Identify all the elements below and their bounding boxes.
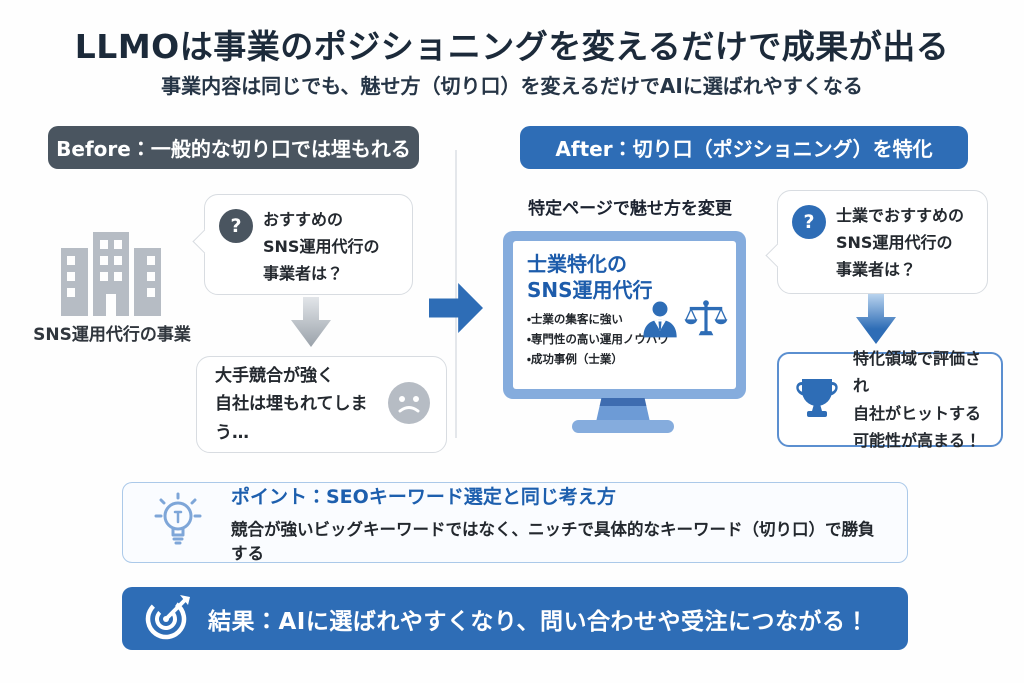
after-benefit-box: 特化領域で評価され 自社がヒットする 可能性が高まる！ [777,349,1003,450]
page-subtitle: 事業内容は同じでも、魅せ方（切り口）を変えるだけでAIに選ばれやすくなる [161,74,863,98]
before-question-bubble: ? おすすめの SNS運用代行の 事業者は？ [192,194,413,295]
target-dart-icon [144,593,192,645]
monitor-screen: 士業特化の SNS運用代行 ・士業の集客に強い ・専門性の高い運用ノウハウ ・成… [513,241,736,389]
section-divider [455,150,457,438]
result-text: 結果：AIに選ばれやすくなり、問い合わせや受注につながる！ [208,608,869,635]
lightbulb-icon [149,490,207,556]
point-text: ポイント：SEOキーワード選定と同じ考え方 競合が強いビッグキーワードではなく、… [231,482,887,564]
justice-scales-icon [684,299,728,343]
after-badge: After：切り口（ポジショニング）を特化 [520,126,968,169]
before-result-box: 大手競合が強く 自社は埋もれてしまう… [196,356,447,453]
before-question-text: おすすめの SNS運用代行の 事業者は？ [263,210,380,283]
bubble-tail [765,243,790,268]
screen-bullets: ・士業の集客に強い ・専門性の高い運用ノウハウ ・成功事例（士業） [527,312,669,366]
down-arrow-blue-icon [856,294,896,344]
before-result-text: 大手競合が強く 自社は埋もれてしまう… [215,365,368,443]
bubble-tail [192,229,217,254]
point-body: 競合が強いビッグキーワードではなく、ニッチで具体的なキーワード（切り口）で勝負す… [231,519,875,563]
after-benefit-text: 特化領域で評価され 自社がヒットする 可能性が高まる！ [853,349,982,450]
sad-face-icon [386,380,432,430]
question-mark-icon: ? [219,209,253,243]
page-title: LLMOは事業のポジショニングを変えるだけで成果が出る [74,27,950,66]
point-heading: ポイント：SEOキーワード選定と同じ考え方 [231,485,616,508]
buildings-icon [55,232,170,320]
down-arrow-gray-icon [291,297,331,347]
trophy-icon [793,375,841,425]
page-change-label: 特定ページで魅せ方を変更 [528,199,732,219]
point-box: ポイント：SEOキーワード選定と同じ考え方 競合が強いビッグキーワードではなく、… [122,482,908,563]
question-mark-icon: ? [792,205,826,239]
monitor: 士業特化の SNS運用代行 ・士業の集客に強い ・専門性の高い運用ノウハウ ・成… [503,231,746,399]
after-question-bubble: ? 士業でおすすめの SNS運用代行の 事業者は？ [765,190,988,294]
result-banner: 結果：AIに選ばれやすくなり、問い合わせや受注につながる！ [122,587,908,650]
monitor-stand-base [572,420,674,433]
entity-label: SNS運用代行の事業 [33,325,191,345]
lawyer-person-icon [640,299,680,343]
screen-title: 士業特化の SNS運用代行 [527,252,653,302]
monitor-stand-neck [596,398,650,422]
screen-icons [640,299,728,343]
after-question-text: 士業でおすすめの SNS運用代行の 事業者は？ [836,206,965,279]
before-badge: Before：一般的な切り口では埋もれる [48,126,419,169]
